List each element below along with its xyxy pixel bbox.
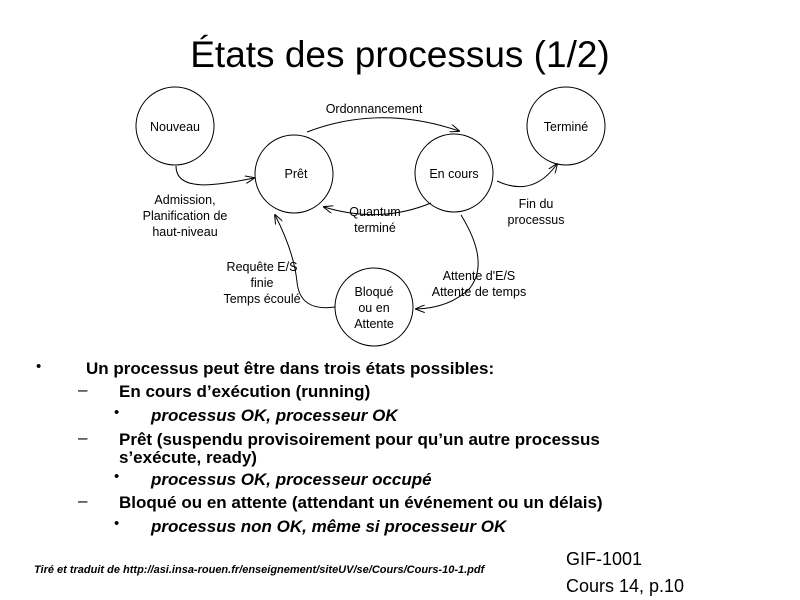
label-line: terminé [354, 221, 396, 235]
label-line: Admission, [154, 193, 215, 207]
label-line: Prêt [285, 167, 308, 181]
state-termine-label: Terminé [544, 120, 589, 134]
label-line: Nouveau [150, 120, 200, 134]
bullet-ready-line-2: s’exécute, ready) [119, 448, 257, 467]
dash-marker: – [78, 491, 88, 510]
label-line: ou en [358, 301, 389, 315]
label-attente: Attente d'E/S Attente de temps [432, 269, 527, 299]
course-page: Cours 14, p.10 [566, 576, 685, 596]
state-en-cours: En cours [414, 133, 494, 213]
label-line: Bloqué [355, 285, 394, 299]
slide-title: États des processus (1/2) [190, 34, 610, 75]
label-line: processus [508, 213, 565, 227]
bullet-ready-line-1: Prêt (suspendu provisoirement pour qu’un… [119, 430, 600, 449]
label-line: En cours [429, 167, 478, 181]
process-state-diagram: Nouveau Prêt En cours Terminé Bloqué ou e… [135, 86, 606, 347]
bullet-blocked-detail: processus non OK, même si processeur OK [151, 517, 507, 536]
arrow-requete-finie [275, 215, 336, 309]
label-line: Planification de [143, 209, 228, 223]
label-fin-processus: Fin du processus [508, 197, 565, 227]
label-line: Attente de temps [432, 285, 527, 299]
state-bloque-label: Bloqué ou en Attente [354, 285, 394, 331]
dash-marker: – [78, 428, 88, 447]
arrow-admission [175, 165, 254, 186]
label-admission: Admission, Planification de haut-niveau [143, 193, 228, 239]
arrow-fin-processus [496, 164, 557, 188]
bullet-marker: • [36, 358, 42, 375]
label-line: finie [251, 276, 274, 290]
state-pret: Prêt [254, 134, 334, 214]
arrow-ordonnancement [306, 117, 459, 133]
state-bloque: Bloqué ou en Attente [334, 267, 414, 347]
label-line: Attente [354, 317, 394, 331]
source-credit: Tiré et traduit de http://asi.insa-rouen… [34, 564, 485, 576]
label-line: Quantum [349, 205, 400, 219]
label-line: Fin du [519, 197, 554, 211]
bullet-running-detail: processus OK, processeur OK [151, 406, 398, 425]
bullet-blocked: Bloqué ou en attente (attendant un événe… [119, 493, 603, 512]
label-line: haut-niveau [152, 225, 217, 239]
label-line: Temps écoulé [223, 292, 300, 306]
label-quantum-termine: Quantum terminé [349, 205, 400, 235]
bullet-marker: • [114, 468, 120, 485]
bullet-running: En cours d’exécution (running) [119, 382, 371, 401]
label-line: Ordonnancement [326, 102, 423, 116]
state-nouveau-label: Nouveau [150, 120, 200, 134]
state-nouveau: Nouveau [135, 86, 215, 166]
label-ordonnancement: Ordonnancement [326, 102, 423, 116]
course-id: GIF-1001 [566, 549, 643, 569]
state-en-cours-label: En cours [429, 167, 478, 181]
bullet-ready-detail: processus OK, processeur occupé [151, 470, 432, 489]
bullet-intro: Un processus peut être dans trois états … [86, 359, 495, 378]
state-pret-label: Prêt [285, 167, 308, 181]
dash-marker: – [78, 380, 88, 399]
bullet-marker: • [114, 404, 120, 421]
arrow-quantum-termine [324, 202, 432, 216]
label-line: Terminé [544, 120, 589, 134]
bullet-marker: • [114, 515, 120, 532]
state-termine: Terminé [526, 86, 606, 166]
label-line: Requête E/S [227, 260, 298, 274]
arrow-attente [416, 214, 479, 309]
label-line: Attente d'E/S [443, 269, 516, 283]
